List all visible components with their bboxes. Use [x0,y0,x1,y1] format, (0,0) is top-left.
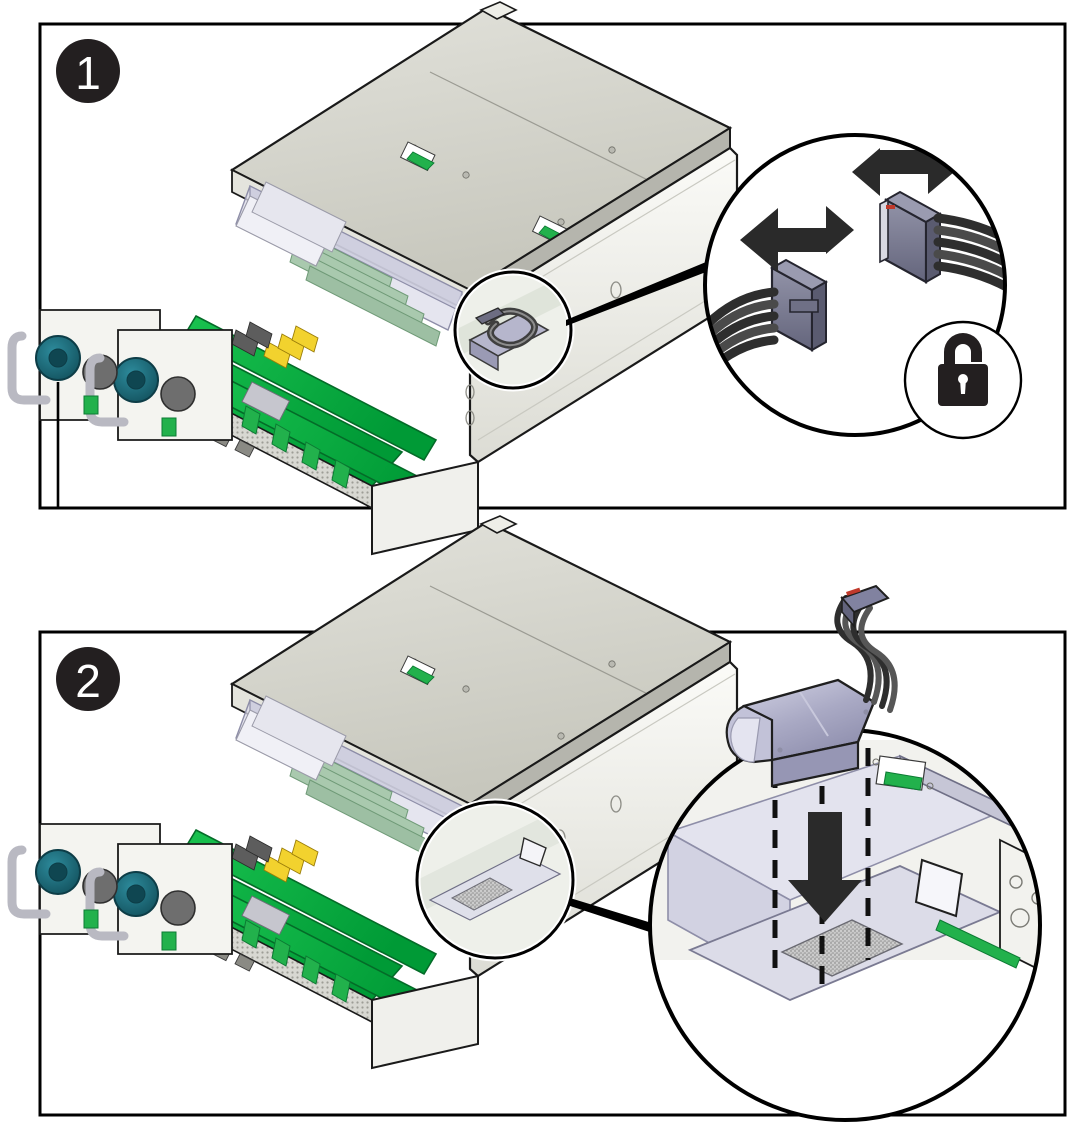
unlock-indicator [903,320,1023,440]
psu-latch-left [83,395,99,415]
step-badge-2-label: 2 [75,655,101,707]
front-rail-2 [371,974,479,1070]
cpu-heatsinks-2 [235,695,347,781]
leader-line-2 [570,898,668,938]
server-chassis-step-1 [7,1,739,556]
battery-module [725,678,876,788]
cover-indicator-board-3 [399,655,436,686]
tray-clip-big [914,858,964,918]
battery-location-highlight [451,268,575,392]
cover-screws [410,144,616,226]
psu-latch-right [161,417,177,437]
cable-connector-free-end [840,584,890,629]
arrow-up [788,812,862,922]
psu-handle-left-2 [7,845,51,919]
step-badge-1-label: 1 [75,47,101,99]
leader-line-1 [566,262,706,326]
velcro-pad-small [450,877,514,911]
chassis-right-edge [999,838,1040,982]
mb-chip-2 [241,895,291,936]
ribbon-cable-right [933,213,1005,305]
server-chassis-step-2 [7,515,739,1070]
black-connectors-2 [231,835,273,871]
power-supply-assembly-2 [7,823,233,955]
step-badge-2: 2 [56,647,120,711]
cable-connector-small [474,307,506,325]
velcro-pad [780,919,904,977]
arrow-down-left [740,206,854,272]
battery-lift-out-detail [648,728,1042,1122]
battery-tray-highlight [413,798,577,962]
psu-vent-right [160,376,196,412]
yellow-connectors [263,325,319,369]
psu-vent-right-2 [160,890,196,926]
cpu-heatsinks [235,181,347,267]
psu-handle-left [7,331,51,405]
tray-clip [519,836,547,867]
alignment-lines [772,748,871,992]
panel-step-1: 1 [7,1,1067,556]
connector-latch-tab [789,299,819,313]
top-cover-tab-2 [479,515,518,534]
psu-latch-left-2 [83,909,99,929]
panel-1-border [38,22,1067,510]
indicator-board-in-magnifier [872,755,934,791]
power-supply-assembly [7,309,233,441]
open-padlock-icon [938,333,988,406]
psu-bracket-line [56,382,350,510]
psu-latch-right-2 [161,931,177,951]
panel-step-2: 2 [7,515,1067,1122]
black-connectors [231,321,273,357]
cover-indicator-board [399,141,436,172]
yellow-connectors-2 [263,839,319,883]
top-cover-tab [479,1,518,20]
step-badge-1: 1 [56,39,120,103]
cable-connector-plug [769,258,829,352]
mb-chip [241,381,291,422]
